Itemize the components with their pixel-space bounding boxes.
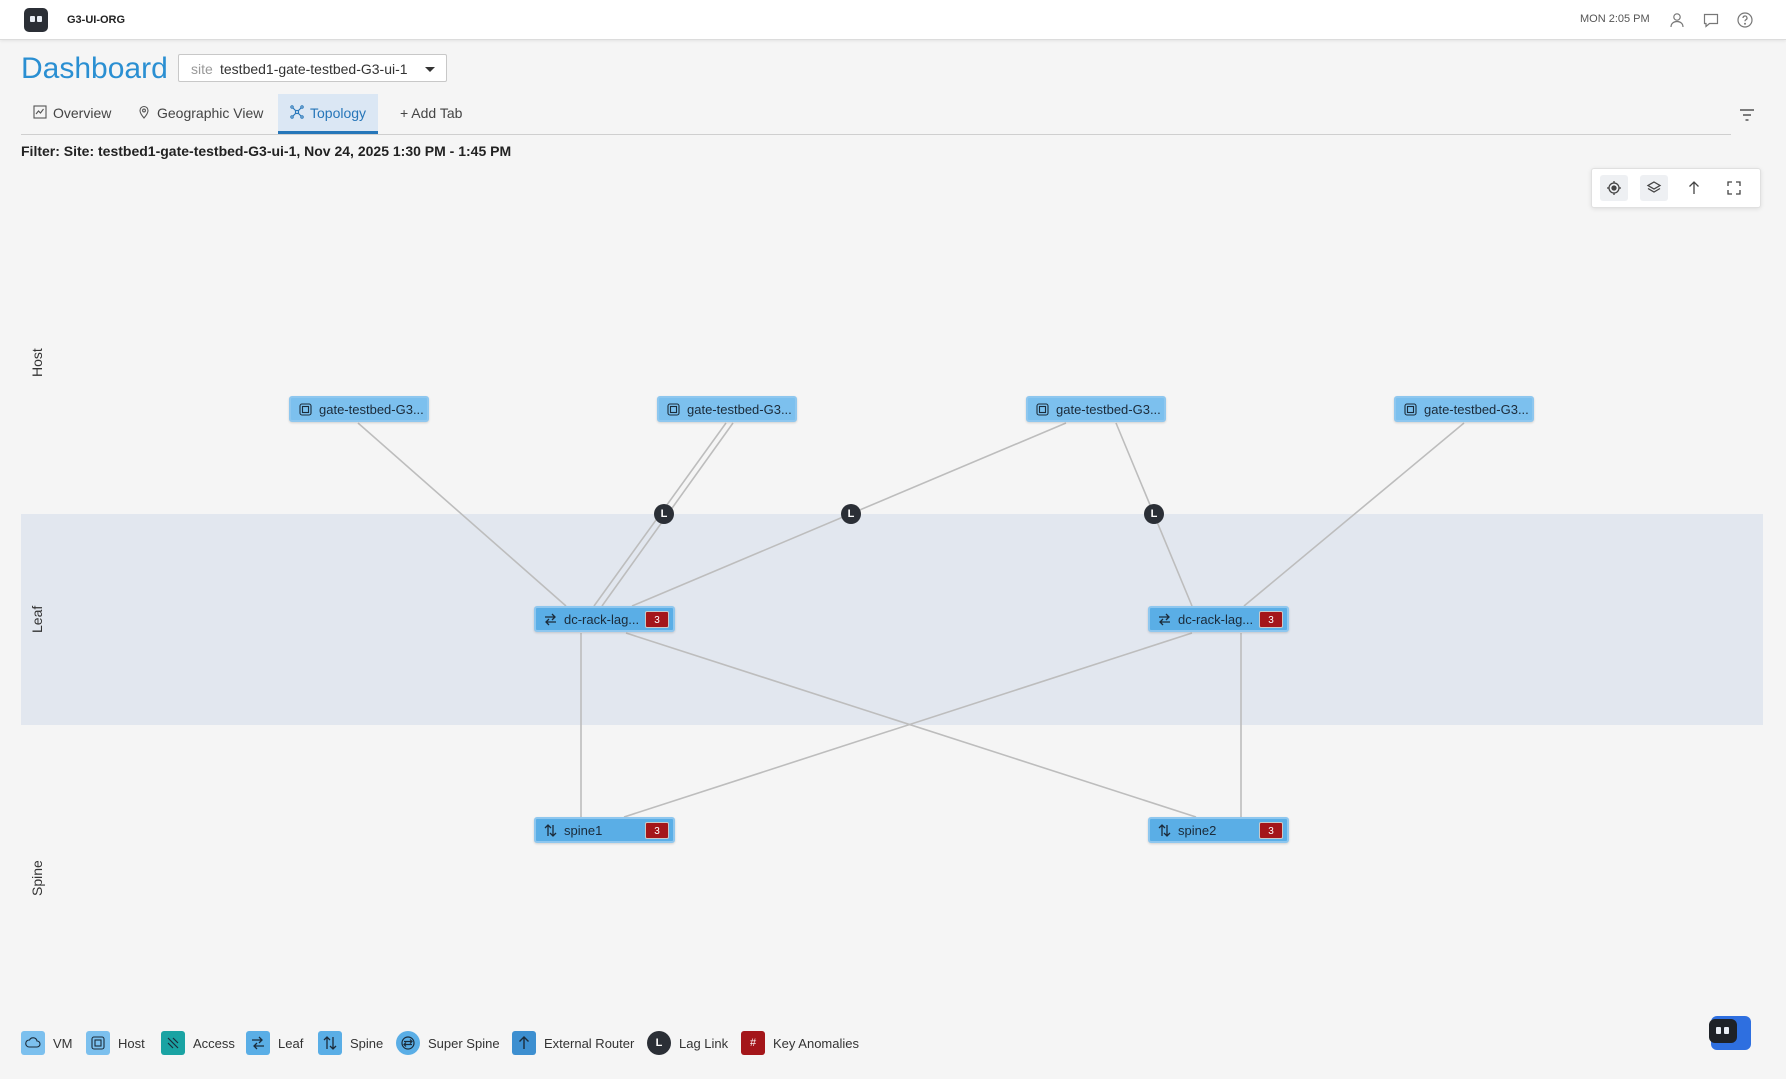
help-icon[interactable] <box>1736 11 1754 29</box>
spine-node[interactable]: spine2 3 <box>1148 817 1289 843</box>
host-node-label: gate-testbed-G3... <box>1424 402 1529 417</box>
host-node-label: gate-testbed-G3... <box>1056 402 1161 417</box>
leaf-node-label: dc-rack-lag... <box>564 612 640 627</box>
leaf-node[interactable]: dc-rack-lag... 3 <box>1148 606 1289 632</box>
host-icon <box>299 403 312 416</box>
key-anomalies-icon: # <box>741 1031 765 1055</box>
map-pin-icon <box>139 105 149 119</box>
leaf-icon <box>246 1031 270 1055</box>
filter-menu-icon[interactable] <box>1738 106 1756 124</box>
legend-label: Key Anomalies <box>773 1036 859 1051</box>
lag-link-marker[interactable]: L <box>1144 504 1164 524</box>
topology-links <box>357 422 1465 818</box>
link-host4-leaf2 <box>1243 422 1465 607</box>
layers-button[interactable] <box>1640 175 1668 201</box>
site-dropdown[interactable]: site testbed1-gate-testbed-G3-ui-1 <box>178 54 447 82</box>
lag-link-marker[interactable]: L <box>841 504 861 524</box>
host-node-label: gate-testbed-G3... <box>319 402 424 417</box>
assistant-bot-button[interactable] <box>1709 1016 1751 1050</box>
legend-label: Super Spine <box>428 1036 500 1051</box>
host-icon <box>1036 403 1049 416</box>
filter-summary: Filter: Site: testbed1-gate-testbed-G3-u… <box>21 143 512 159</box>
tab-overview[interactable]: Overview <box>33 94 111 134</box>
host-node[interactable]: gate-testbed-G3... <box>1026 396 1166 422</box>
host-node-label: gate-testbed-G3... <box>687 402 792 417</box>
lag-link-marker[interactable]: L <box>654 504 674 524</box>
tab-geographic-view[interactable]: Geographic View <box>137 94 263 134</box>
target-icon <box>1607 181 1621 195</box>
recenter-button[interactable] <box>1600 175 1628 201</box>
fullscreen-button[interactable] <box>1720 175 1748 201</box>
access-icon <box>161 1031 185 1055</box>
caret-down-icon <box>425 67 435 72</box>
vm-cloud-icon <box>21 1031 45 1055</box>
dashboard-tabs: Overview Geographic View Topology + Add … <box>21 94 1731 135</box>
user-icon[interactable] <box>1668 11 1686 29</box>
link-host1-leaf1 <box>357 422 567 607</box>
arrow-up-icon <box>1689 181 1699 194</box>
legend-label: Access <box>193 1036 235 1051</box>
top-bar: G3-UI-ORG MON 2:05 PM <box>0 0 1786 40</box>
host-icon <box>1404 403 1417 416</box>
export-button[interactable] <box>1680 175 1708 201</box>
legend-label: Leaf <box>278 1036 304 1051</box>
spine-node[interactable]: spine1 3 <box>534 817 675 843</box>
leaf-tier-band <box>21 514 1763 725</box>
leaf-node[interactable]: dc-rack-lag... 3 <box>534 606 675 632</box>
site-dropdown-prefix: site <box>191 61 213 77</box>
spine-icon <box>1158 824 1171 837</box>
super-spine-icon <box>396 1031 420 1055</box>
host-node[interactable]: gate-testbed-G3... <box>657 396 797 422</box>
layers-icon <box>1646 181 1662 193</box>
spine-node-label: spine1 <box>564 823 603 838</box>
legend-label: Spine <box>350 1036 384 1051</box>
add-tab-label: + Add Tab <box>400 105 463 121</box>
legend-label: Lag Link <box>679 1036 729 1051</box>
anomaly-count-badge[interactable]: 3 <box>645 611 669 628</box>
add-tab-button[interactable]: + Add Tab <box>400 94 462 134</box>
leaf-node-label: dc-rack-lag... <box>1178 612 1254 627</box>
clock: MON 2:05 PM <box>1580 13 1650 25</box>
page-title: Dashboard <box>21 52 168 85</box>
tab-geographic-view-label: Geographic View <box>157 105 264 121</box>
anomaly-count-badge[interactable]: 3 <box>1259 611 1283 628</box>
topology-controls <box>1591 168 1761 208</box>
spine-icon <box>318 1031 342 1055</box>
spine-icon <box>544 824 557 837</box>
external-router-icon <box>512 1031 536 1055</box>
tab-overview-label: Overview <box>53 105 112 121</box>
spine-node-label: spine2 <box>1178 823 1217 838</box>
anomaly-count-badge[interactable]: 3 <box>1259 822 1283 839</box>
fullscreen-icon <box>1727 181 1741 195</box>
org-name: G3-UI-ORG <box>67 14 126 26</box>
anomaly-count-badge[interactable]: 3 <box>645 822 669 839</box>
topology-canvas[interactable]: Host Leaf Spine L L L gate-testbed-G3...… <box>0 160 1786 1000</box>
host-node[interactable]: gate-testbed-G3... <box>1394 396 1534 422</box>
legend-label: VM <box>53 1036 73 1051</box>
host-icon <box>667 403 680 416</box>
app-logo-icon[interactable] <box>24 8 48 32</box>
topology-icon <box>290 105 304 119</box>
topology-legend: VM Host Access Leaf Spine Super Spine <box>21 1031 1421 1055</box>
lag-link-icon: L <box>647 1031 671 1055</box>
tab-topology-label: Topology <box>310 105 367 121</box>
leaf-icon <box>545 613 556 626</box>
chat-icon[interactable] <box>1702 11 1720 29</box>
legend-label: External Router <box>544 1036 635 1051</box>
legend-label: Host <box>118 1036 145 1051</box>
host-icon <box>86 1031 110 1055</box>
host-node[interactable]: gate-testbed-G3... <box>289 396 429 422</box>
bot-icon <box>1709 1019 1737 1043</box>
link-leaf1-spine2 <box>625 632 1197 818</box>
link-leaf2-spine1 <box>623 632 1193 818</box>
leaf-icon <box>1159 613 1170 626</box>
site-dropdown-value: testbed1-gate-testbed-G3-ui-1 <box>220 61 408 77</box>
chart-icon <box>33 105 47 119</box>
tab-topology[interactable]: Topology <box>278 94 379 134</box>
